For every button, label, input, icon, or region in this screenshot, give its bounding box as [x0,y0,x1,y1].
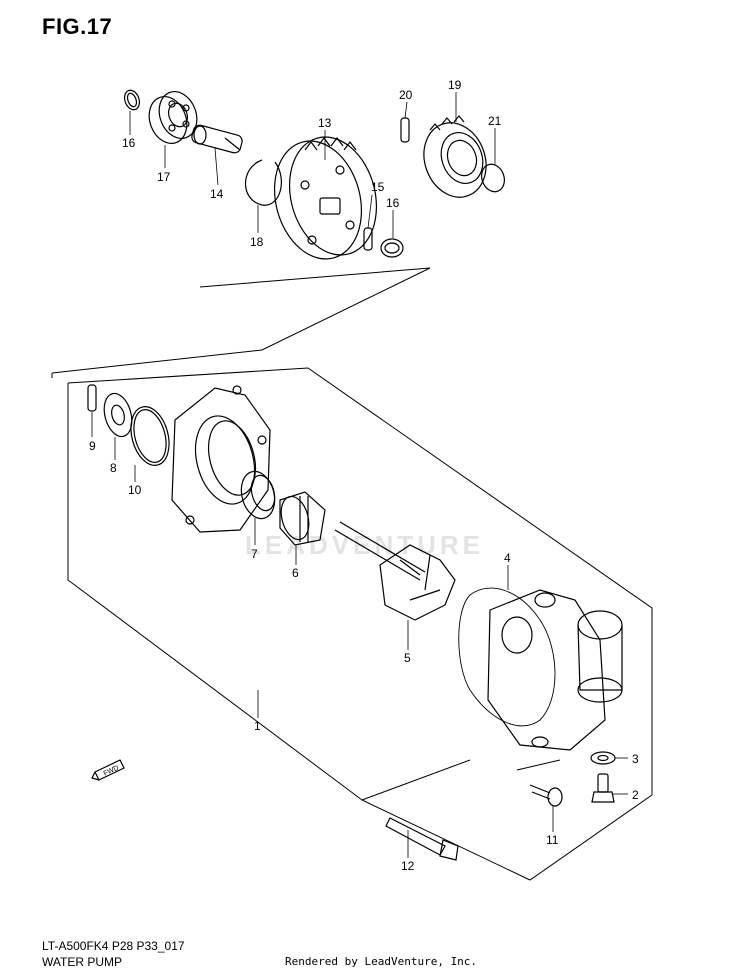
pin-20 [400,117,410,143]
diagram-code: LT-A500FK4 P28 P33_017 [42,939,185,953]
label-14: 14 [210,187,224,201]
label-13: 13 [318,116,332,130]
label-11: 11 [546,833,559,847]
washer-3 [590,751,616,765]
label-6: 6 [292,566,299,580]
callout-labels: 16 17 14 18 13 15 16 20 19 21 9 8 10 7 6… [89,78,639,873]
circlip-16-right [380,238,404,258]
label-17: 17 [157,170,171,184]
label-7: 7 [251,547,258,561]
label-21: 21 [488,114,502,128]
circlip-18 [245,159,283,206]
label-20: 20 [399,88,413,102]
label-4: 4 [504,551,511,565]
lower-assembly-outline [67,367,653,881]
circlip-21 [481,163,505,193]
washer-8 [103,392,133,438]
upper-assembly-outline [51,267,431,378]
fwd-arrow-icon: FWD [91,759,125,781]
label-2: 2 [632,788,639,802]
bolt-12 [385,817,459,861]
figure-title: FIG.17 [42,14,113,39]
pump-cover [171,385,271,533]
label-3: 3 [632,752,639,766]
leader-lines [91,92,628,858]
label-8: 8 [110,461,117,475]
rendered-by-credit: Rendered by LeadVenture, Inc. [285,955,478,968]
gasket-4 [458,587,556,727]
label-15: 15 [371,180,385,194]
mechanical-seal-6 [279,491,326,546]
label-19: 19 [448,78,462,92]
pump-housing [487,589,623,751]
label-1: 1 [254,719,261,733]
label-5: 5 [404,651,411,665]
bearing-17 [148,91,198,144]
label-9: 9 [89,439,96,453]
bolt-2 [591,773,615,803]
circlip-16-top [123,89,141,111]
gear-13 [273,136,378,260]
seal-7 [240,470,276,520]
pin-9 [87,384,97,412]
label-18: 18 [250,235,264,249]
label-16b: 16 [386,196,400,210]
gear-19 [423,115,487,198]
diagram-name: WATER PUMP [42,955,122,969]
label-10: 10 [128,483,142,497]
oring-10 [130,406,170,466]
shaft-14 [191,124,243,154]
label-16a: 16 [122,136,136,150]
label-12: 12 [401,859,415,873]
impeller-5 [334,521,456,621]
screw-11 [529,784,563,807]
